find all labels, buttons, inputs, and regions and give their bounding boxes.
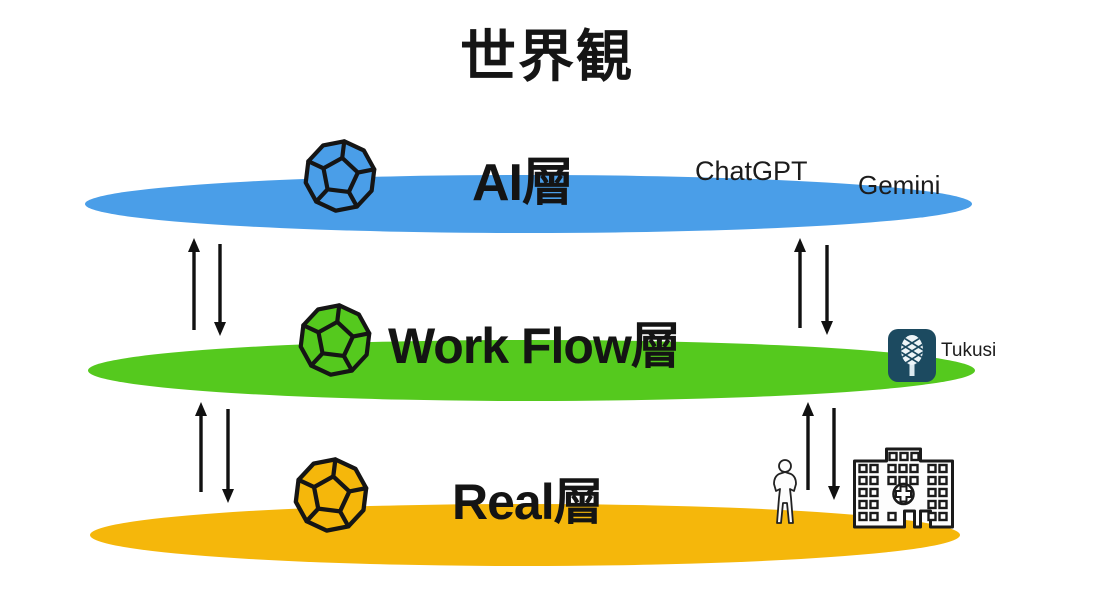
arrow-down-icon <box>821 245 833 335</box>
dodecahedron-icon <box>298 303 372 377</box>
chatgpt-label: ChatGPT <box>695 156 808 186</box>
tukusi-label: Tukusi <box>941 340 997 361</box>
page-title: 世界観 <box>460 25 634 88</box>
tukusi-app-icon <box>888 329 936 382</box>
person-icon <box>773 459 797 524</box>
arrow-up-icon <box>195 402 207 492</box>
real-layer-ellipse <box>90 504 960 566</box>
arrow-down-icon <box>222 409 234 503</box>
arrow-up-icon <box>794 238 806 328</box>
workflow-layer-ellipse <box>88 340 975 401</box>
arrow-down-icon <box>828 408 840 500</box>
workflow-layer-label: Work Flow層 <box>388 318 681 374</box>
dodecahedron-icon <box>293 457 369 533</box>
arrow-down-icon <box>214 244 226 336</box>
arrow-up-icon <box>188 238 200 330</box>
ai-layer-label: AI層 <box>472 154 574 212</box>
dodecahedron-icon <box>303 139 377 213</box>
ai-layer-ellipse <box>85 175 972 233</box>
arrow-up-icon <box>802 402 814 490</box>
real-layer-label: Real層 <box>452 474 604 530</box>
hospital-icon <box>853 447 954 529</box>
gemini-label: Gemini <box>858 170 941 200</box>
